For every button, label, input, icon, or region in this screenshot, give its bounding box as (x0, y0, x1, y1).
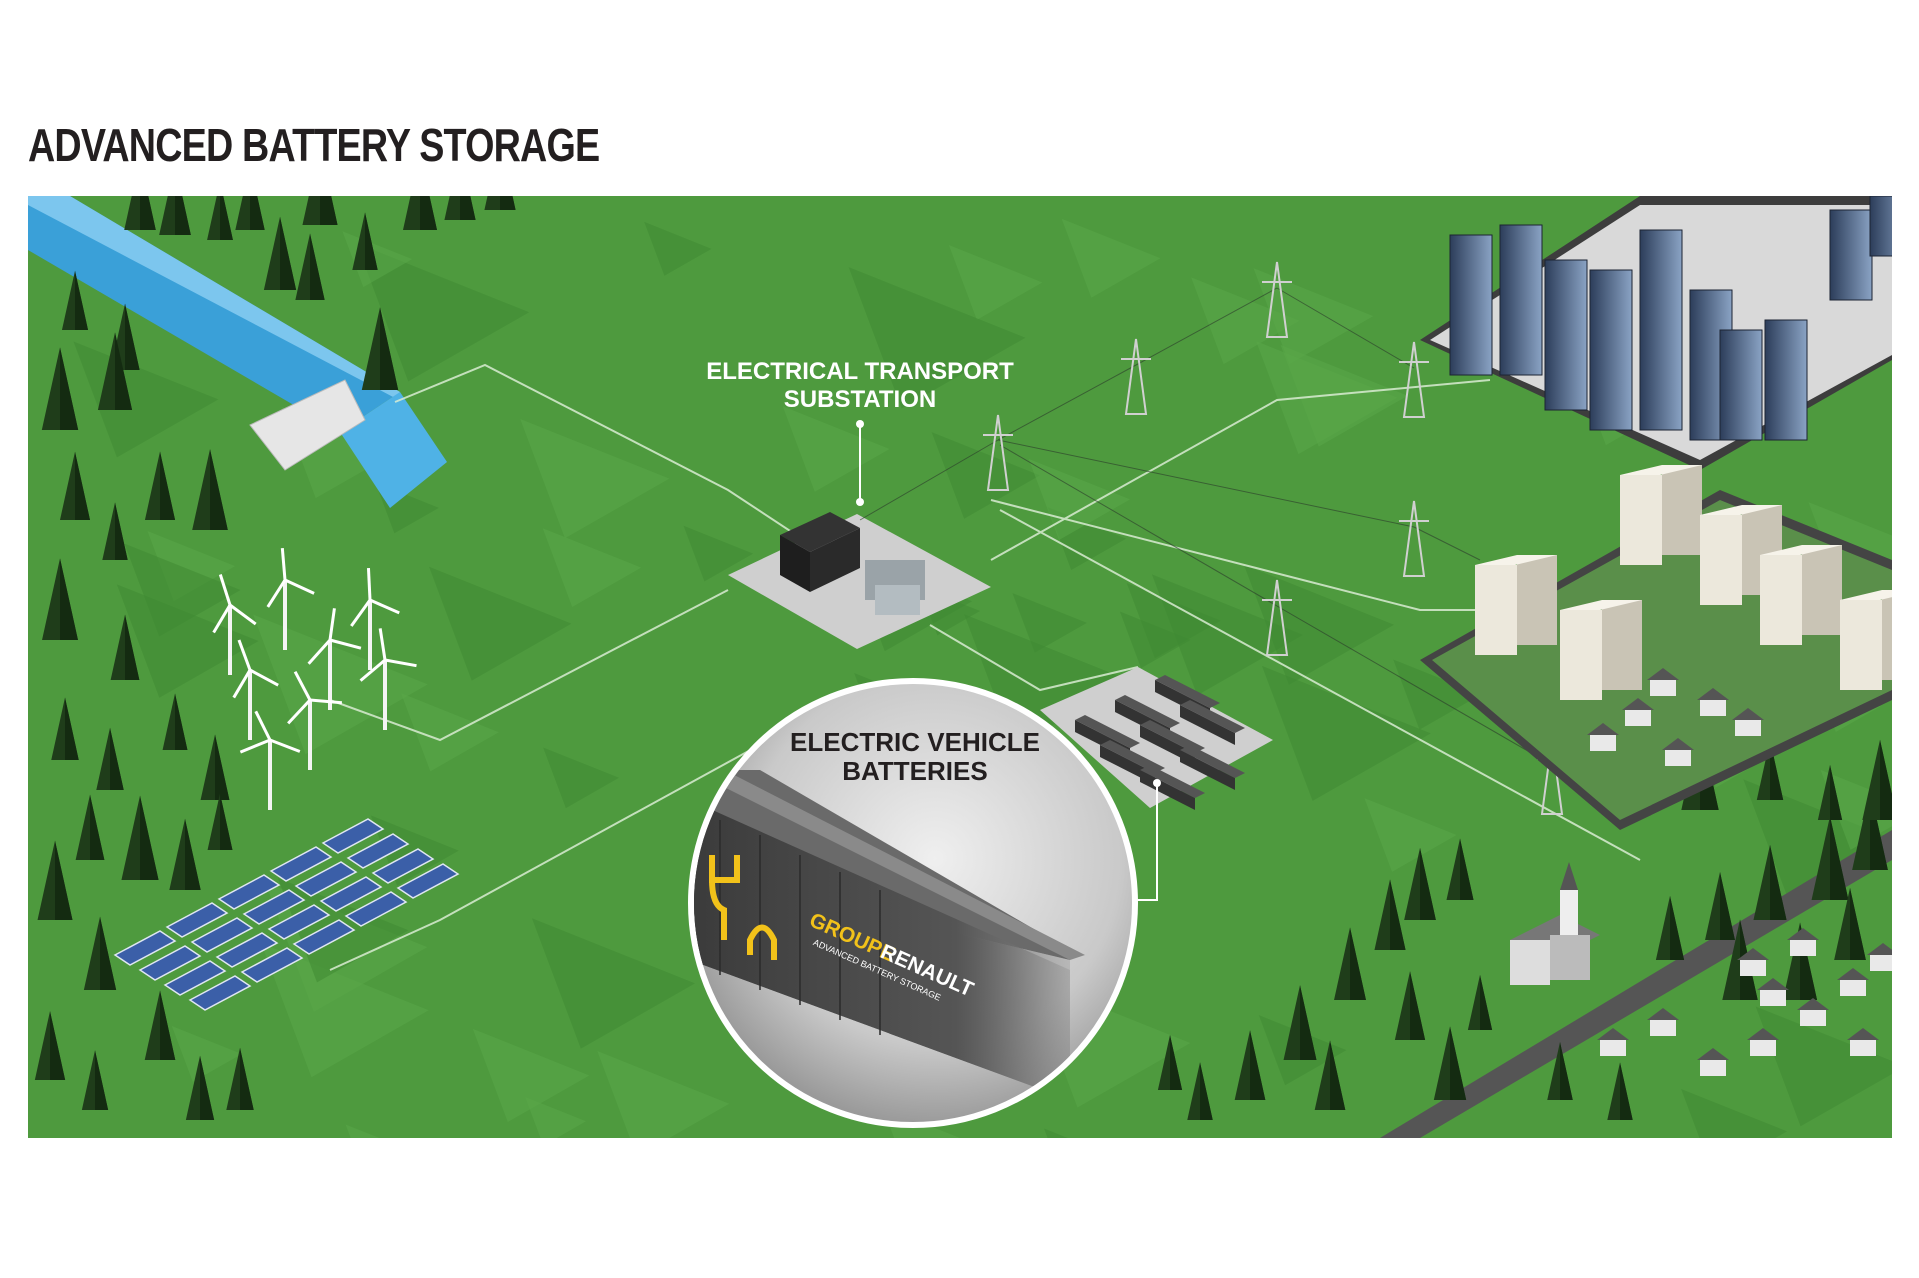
house (1735, 720, 1761, 736)
substation (780, 512, 925, 615)
church (1510, 862, 1600, 985)
solar-panel (242, 889, 306, 925)
house (1800, 1010, 1826, 1026)
battery-container-mini (1140, 770, 1195, 810)
house (1840, 980, 1866, 996)
solar-panel (138, 945, 202, 981)
skyscraper (1869, 196, 1892, 257)
page-title: ADVANCED BATTERY STORAGE (28, 119, 600, 171)
house (1625, 710, 1651, 726)
apartment-building (1560, 610, 1602, 700)
apartment-building (1620, 475, 1662, 565)
solar-panel (346, 833, 410, 869)
house (1760, 990, 1786, 1006)
solar-panel (267, 904, 331, 940)
substation-label-line2: SUBSTATION (784, 386, 936, 413)
house (1740, 960, 1766, 976)
solar-panel (240, 947, 304, 983)
skyscraper (1589, 269, 1633, 431)
power-pylon (986, 414, 1010, 491)
solar-panel (292, 919, 356, 955)
solar-panel (294, 861, 358, 897)
skyscraper (1499, 224, 1543, 376)
house (1665, 750, 1691, 766)
substation-label: ELECTRICAL TRANSPORT (706, 358, 1014, 385)
solar-panel (165, 902, 229, 938)
power-pylon (1402, 500, 1426, 577)
power-pylon (1265, 261, 1289, 338)
energy-flow-lines (329, 363, 1641, 971)
solar-panel (163, 960, 227, 996)
solar-panel (319, 876, 383, 912)
solar-panel (113, 930, 177, 966)
renault-logo-icon (747, 924, 777, 960)
house (1590, 735, 1616, 751)
ev-batteries-label: ELECTRIC VEHICLE (790, 727, 1040, 757)
battery-container-mini (1180, 750, 1235, 790)
house (1700, 1060, 1726, 1076)
skyscraper (1544, 259, 1588, 411)
battery-container: GROUPE RENAULT ADVANCED BATTERY STORAGE (694, 760, 1085, 1100)
river (28, 196, 400, 432)
power-lines (859, 287, 1553, 766)
house (1790, 940, 1816, 956)
power-pylon (1124, 338, 1148, 415)
battery-callout-line (1132, 783, 1158, 901)
plug-icon (709, 855, 740, 940)
apartment-building (1760, 555, 1802, 645)
solar-panel (188, 975, 252, 1011)
solar-panel (217, 874, 281, 910)
house (1600, 1040, 1626, 1056)
skyscraper (1764, 319, 1808, 441)
house (1850, 1040, 1876, 1056)
apartment-building (1475, 565, 1517, 655)
solar-panel (321, 818, 385, 854)
solar-panel (190, 917, 254, 953)
battery-containers (1075, 675, 1245, 810)
solar-panel (344, 891, 408, 927)
apartment-building (1700, 515, 1742, 605)
skyscraper (1829, 209, 1873, 301)
reservoir (340, 392, 447, 508)
battery-container-mini (1180, 705, 1235, 745)
solar-panel (269, 846, 333, 882)
power-pylon (1402, 341, 1426, 418)
house (1750, 1040, 1776, 1056)
power-pylon (1540, 738, 1564, 815)
skyscraper (1639, 229, 1683, 431)
solar-panel (371, 848, 435, 884)
power-pylon (1265, 579, 1289, 656)
house (1650, 1020, 1676, 1036)
skyscraper (1719, 329, 1763, 441)
ev-batteries-callout: GROUPE RENAULT ADVANCED BATTERY STORAGE … (688, 678, 1138, 1128)
house (1870, 955, 1892, 971)
house (1700, 700, 1726, 716)
skyscraper (1449, 234, 1493, 376)
apartment-building (1840, 600, 1882, 690)
house (1650, 680, 1676, 696)
ev-batteries-label-line2: BATTERIES (842, 756, 987, 786)
dam (249, 379, 366, 471)
solar-panel (215, 932, 279, 968)
solar-panel (396, 863, 460, 899)
